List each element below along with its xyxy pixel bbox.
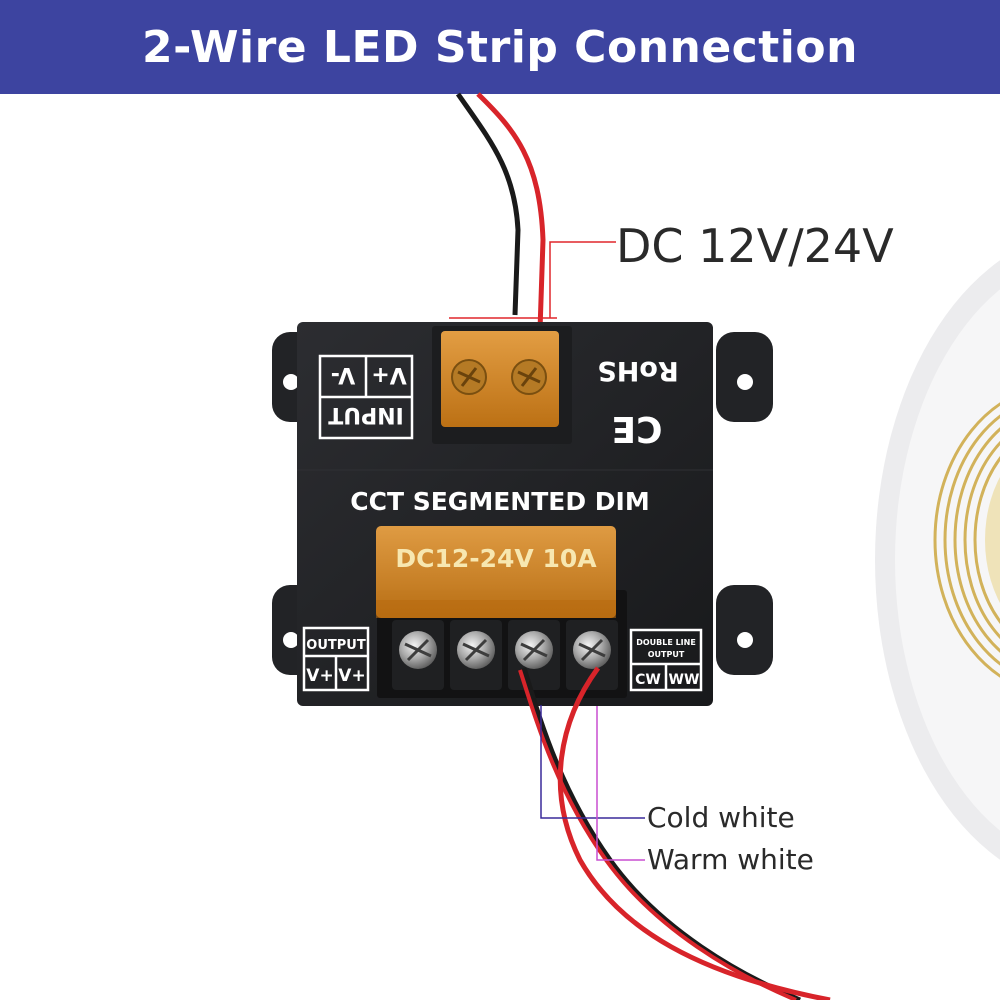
input-terminal-block xyxy=(432,326,572,444)
input-polarity-positive: V+ xyxy=(371,362,406,387)
output-label-box: OUTPUT V+ V+ xyxy=(302,626,370,692)
terminal-cover xyxy=(376,526,616,618)
callout-cold-white: Cold white xyxy=(647,801,795,834)
output-polarity-1: V+ xyxy=(306,666,333,686)
input-caption: INPUT xyxy=(328,402,404,427)
mount-hole xyxy=(283,374,299,390)
rating-label: DC12-24V 10A xyxy=(395,544,597,573)
mount-hole xyxy=(737,374,753,390)
channel-ww-label: WW xyxy=(669,672,700,688)
output-wire-cold xyxy=(518,669,797,1000)
model-label: CCT SEGMENTED DIM xyxy=(350,487,649,516)
callout-power-input: DC 12V/24V xyxy=(616,219,894,273)
mount-hole xyxy=(283,632,299,648)
terminal-screws xyxy=(392,620,618,690)
input-negative-wire xyxy=(455,92,521,316)
input-polarity-negative: V- xyxy=(331,362,356,387)
output-caption: OUTPUT xyxy=(306,638,366,653)
ce-mark-icon: CE xyxy=(611,408,662,449)
double-line-output-box: DOUBLE LINE OUTPUT CW WW xyxy=(629,628,703,692)
output-wire-black xyxy=(521,667,801,1000)
mount-hole xyxy=(737,632,753,648)
ce-label: CE xyxy=(611,408,662,449)
leader-power xyxy=(449,241,616,319)
header-banner: 2-Wire LED Strip Connection xyxy=(0,0,1000,94)
channel-cw-label: CW xyxy=(635,672,661,688)
double-line-caption-2: OUTPUT xyxy=(648,650,685,659)
led-strip-reel xyxy=(875,260,1000,860)
reel-strip-coil xyxy=(933,402,1000,678)
reel-strip-fill xyxy=(985,477,1000,603)
output-polarity-2: V+ xyxy=(338,666,365,686)
double-line-caption-1: DOUBLE LINE xyxy=(636,638,696,647)
page-title: 2-Wire LED Strip Connection xyxy=(142,21,858,73)
leader-warm-white xyxy=(596,706,645,861)
output-terminal-block: DC12-24V 10A xyxy=(376,526,627,698)
callout-warm-white: Warm white xyxy=(647,843,814,876)
input-label-box: INPUT V+ V- xyxy=(318,354,414,440)
input-positive-wire xyxy=(476,92,546,331)
output-wire-warm xyxy=(557,666,831,1000)
leader-cold-white xyxy=(540,705,645,819)
rohs-label: RoHS xyxy=(597,355,678,386)
rohs-mark: RoHS xyxy=(597,355,678,386)
